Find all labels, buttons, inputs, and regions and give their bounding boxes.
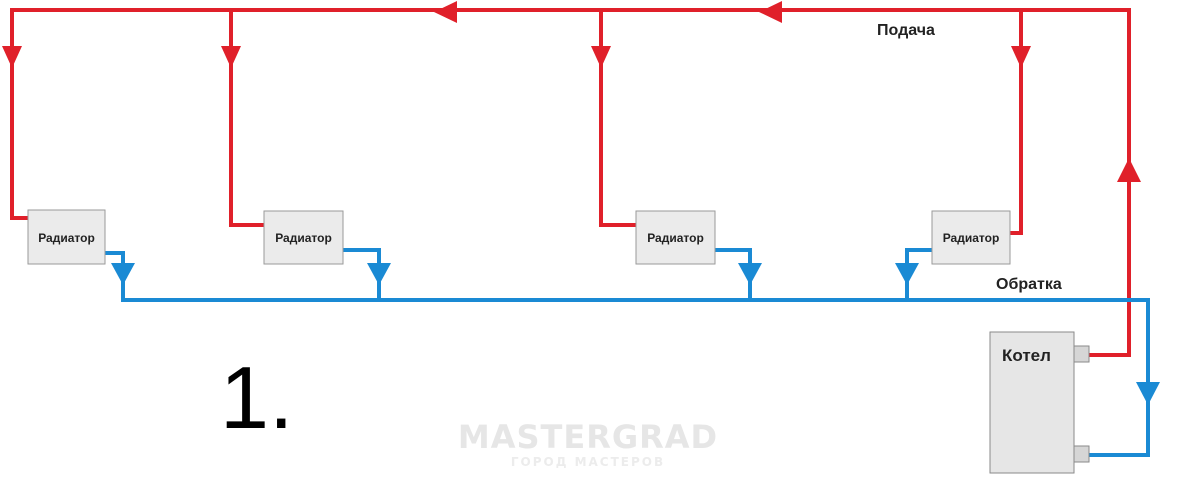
radiator-label: Радиатор bbox=[647, 231, 704, 245]
supply-branch-2 bbox=[229, 12, 264, 227]
radiator-4: Радиатор bbox=[931, 210, 1011, 265]
boiler-supply-fitting bbox=[1073, 345, 1090, 363]
radiator-1: Радиатор bbox=[27, 209, 106, 265]
supply-arrow-down-4 bbox=[1011, 46, 1031, 68]
boiler-return-fitting bbox=[1073, 445, 1090, 463]
radiator-body bbox=[263, 210, 344, 265]
radiator-2: Радиатор bbox=[263, 210, 344, 265]
supply-arrow-left-1 bbox=[434, 1, 457, 23]
supply-branch-4 bbox=[1010, 12, 1023, 235]
radiator-body bbox=[27, 209, 106, 265]
radiator-3: Радиатор bbox=[635, 210, 716, 265]
boiler-body bbox=[989, 331, 1075, 474]
return-main-line bbox=[121, 270, 1150, 457]
return-arrow-boiler bbox=[1136, 382, 1160, 405]
watermark-logo: MASTERGRAD ГОРОД МАСТЕРОВ bbox=[458, 418, 718, 469]
return-pipes bbox=[105, 248, 1150, 457]
watermark-sub: ГОРОД МАСТЕРОВ bbox=[511, 455, 665, 469]
supply-arrow-left-2 bbox=[759, 1, 782, 23]
supply-main-line bbox=[10, 8, 1131, 357]
radiator-label: Радиатор bbox=[38, 231, 95, 245]
boiler-label: Котел bbox=[1002, 346, 1051, 365]
supply-pipes bbox=[10, 8, 1131, 357]
supply-branch-3 bbox=[599, 12, 636, 227]
watermark-main: MASTERGRAD bbox=[458, 418, 718, 456]
return-label: Обратка bbox=[996, 276, 1062, 293]
supply-arrow-down-2 bbox=[221, 46, 241, 68]
supply-arrow-up bbox=[1117, 158, 1141, 182]
radiator-label: Радиатор bbox=[275, 231, 332, 245]
return-arrows bbox=[111, 263, 1160, 405]
scheme-number: 1. bbox=[220, 348, 293, 447]
supply-label: Подача bbox=[877, 22, 935, 39]
supply-arrow-down-3 bbox=[591, 46, 611, 68]
supply-arrow-down-1 bbox=[2, 46, 22, 68]
return-arrow-1 bbox=[111, 263, 135, 285]
return-arrow-3 bbox=[738, 263, 762, 285]
return-arrow-2 bbox=[367, 263, 391, 285]
supply-arrows bbox=[2, 1, 1141, 182]
radiator-body bbox=[931, 210, 1011, 265]
boiler: Котел bbox=[989, 331, 1090, 474]
return-arrow-4 bbox=[895, 263, 919, 285]
radiator-body bbox=[635, 210, 716, 265]
radiator-label: Радиатор bbox=[943, 231, 1000, 245]
